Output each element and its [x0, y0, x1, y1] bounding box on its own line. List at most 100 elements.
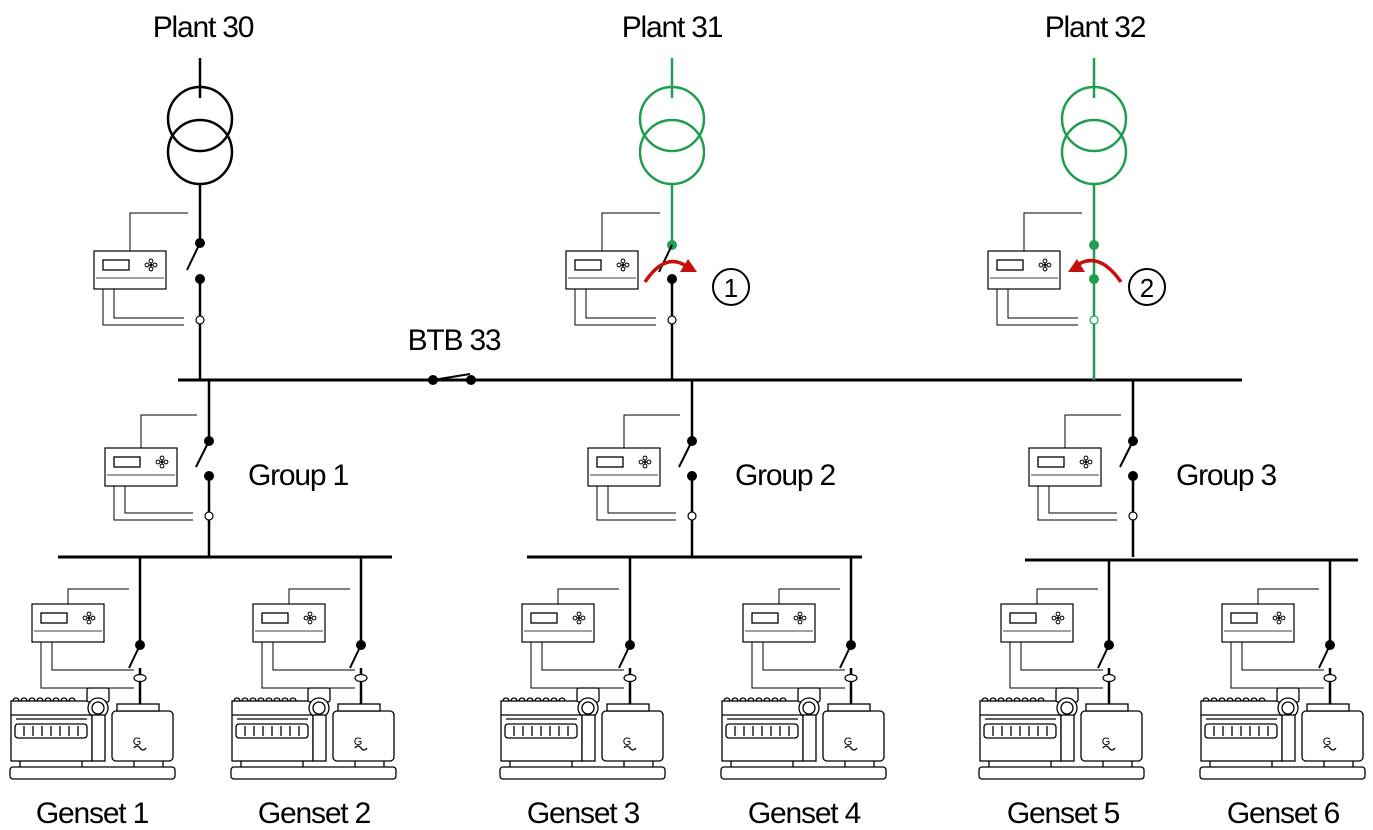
breaker-blade	[678, 440, 693, 468]
genset-2-engine	[230, 687, 397, 780]
control-wire-mid	[541, 642, 624, 671]
control-wire-bottom	[751, 642, 845, 689]
control-wire-top	[129, 212, 188, 251]
breaker-blade	[1119, 440, 1134, 468]
genset-4-label: Genset 4	[748, 797, 861, 830]
btb-33-contact-right	[466, 375, 476, 385]
breaker-blade	[618, 644, 631, 669]
control-wire-top	[623, 414, 680, 448]
genset-3-engine	[499, 687, 666, 780]
genset-controller	[1000, 603, 1074, 643]
breaker-blade	[349, 644, 362, 669]
control-wire-mid	[113, 289, 184, 319]
genset-controller	[1221, 603, 1295, 643]
current-transformer	[844, 673, 858, 683]
plant-controller	[565, 250, 639, 290]
genset-1-label: Genset 1	[36, 797, 149, 830]
current-transformer	[204, 511, 214, 521]
group-1-label: Group 1	[248, 459, 349, 492]
current-transformer	[1102, 673, 1116, 683]
current-transformer	[195, 315, 205, 325]
generator-symbol: G	[844, 736, 853, 748]
genset-2-label: Genset 2	[258, 797, 371, 830]
control-wire-top	[1023, 212, 1082, 251]
control-wire-top	[67, 588, 129, 604]
genset-5-label: Genset 5	[1007, 797, 1120, 830]
plant-32-label: Plant 32	[1045, 11, 1146, 44]
control-wire-bottom	[596, 486, 676, 521]
step-2-arrow-path	[1078, 258, 1123, 284]
current-transformer	[687, 511, 697, 521]
plant-controller	[93, 250, 167, 290]
control-wire-mid	[1241, 642, 1324, 671]
group-controller	[104, 447, 178, 487]
control-wire-mid	[1048, 486, 1117, 514]
breaker-blade	[1318, 644, 1331, 669]
control-wire-top	[288, 588, 350, 604]
genset-controller	[521, 603, 595, 643]
control-wire-mid	[272, 642, 355, 671]
transformer-winding-primary	[1060, 85, 1128, 153]
transformer-winding-primary	[638, 85, 706, 153]
step-2-arrow-head	[1068, 259, 1085, 272]
genset-controller	[31, 603, 105, 643]
group-controller	[1028, 447, 1102, 487]
control-wire-bottom	[40, 642, 134, 689]
control-wire-top	[140, 414, 197, 448]
current-transformer	[1323, 673, 1337, 683]
genset-5-engine	[978, 687, 1145, 780]
breaker-blade	[1097, 644, 1110, 669]
control-wire-bottom	[102, 289, 184, 326]
generator-symbol: G	[133, 736, 142, 748]
control-wire-mid	[762, 642, 845, 671]
genset-controller	[742, 603, 816, 643]
current-transformer	[133, 673, 147, 683]
control-wire-top	[1036, 588, 1098, 604]
control-wire-bottom	[1230, 642, 1324, 689]
breaker-blade	[186, 242, 201, 271]
control-wire-bottom	[530, 642, 624, 689]
btb-33-blade	[432, 373, 471, 381]
group-3-label: Group 3	[1176, 459, 1277, 492]
genset-6-label: Genset 6	[1227, 797, 1340, 830]
genset-4-engine	[720, 687, 887, 780]
step-1-number: 1	[724, 273, 738, 303]
control-wire-bottom	[1037, 486, 1117, 521]
control-wire-bottom	[113, 486, 193, 521]
control-wire-mid	[585, 289, 656, 319]
step-1-circle	[712, 268, 750, 306]
plant-31-label: Plant 31	[622, 11, 723, 44]
control-wire-top	[601, 212, 660, 251]
control-wire-mid	[124, 486, 193, 514]
step-1-arrow-head	[680, 259, 697, 272]
step-1-arrow-path	[643, 259, 687, 283]
generator-symbol: G	[1102, 736, 1111, 748]
current-transformer	[623, 673, 637, 683]
control-wire-mid	[1007, 289, 1078, 319]
breaker-blade	[128, 644, 141, 669]
plant-controller	[987, 250, 1061, 290]
control-wire-top	[1257, 588, 1319, 604]
control-wire-top	[557, 588, 619, 604]
control-wire-bottom	[1009, 642, 1103, 689]
control-wire-mid	[1020, 642, 1103, 671]
genset-6-engine	[1199, 687, 1366, 780]
control-wire-mid	[51, 642, 134, 671]
control-wire-bottom	[996, 289, 1078, 326]
btb-33-contact-left	[428, 375, 438, 385]
generator-symbol: G	[623, 736, 632, 748]
breaker-blade	[839, 644, 852, 669]
genset-controller	[252, 603, 326, 643]
current-transformer	[667, 315, 677, 325]
current-transformer	[1089, 315, 1099, 325]
generator-symbol: G	[354, 736, 363, 748]
step-2-circle	[1128, 268, 1166, 306]
breaker-blade	[195, 440, 210, 468]
control-wire-bottom	[261, 642, 355, 689]
current-transformer	[354, 673, 368, 683]
genset-3-label: Genset 3	[527, 797, 640, 830]
plant-30-label: Plant 30	[153, 11, 254, 44]
generator-symbol: G	[1323, 736, 1332, 748]
control-wire-mid	[607, 486, 676, 514]
